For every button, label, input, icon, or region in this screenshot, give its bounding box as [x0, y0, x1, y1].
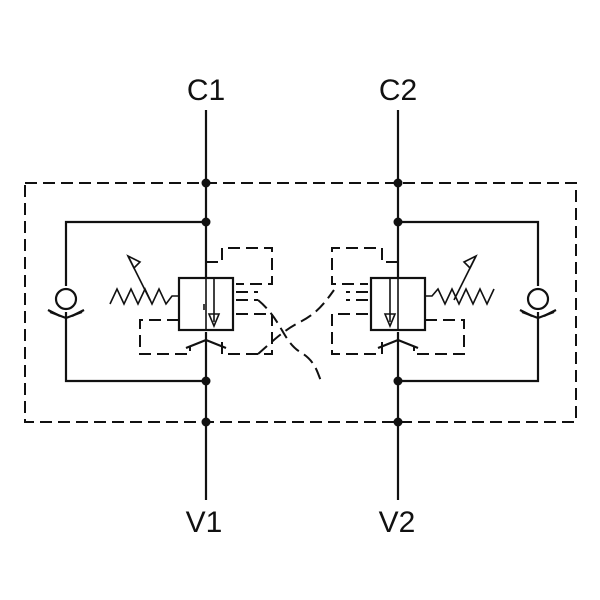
vane-mark — [205, 338, 227, 350]
left-valve-section — [47, 110, 335, 500]
port-label-c1: C1 — [187, 74, 225, 107]
check-bypass-line-lower — [64, 312, 206, 383]
pilot-valve-icon — [369, 276, 427, 332]
check-valve-icon — [47, 287, 85, 320]
junction-dot — [393, 178, 403, 188]
junction-dot — [201, 178, 211, 188]
spring-icon — [109, 287, 179, 306]
pilot-line — [221, 313, 273, 355]
check-bypass-line — [398, 220, 540, 286]
spring-icon — [425, 287, 495, 306]
vane-mark — [185, 338, 207, 350]
pilot-line — [331, 313, 383, 355]
pilot-line-crossover — [257, 299, 323, 383]
pilot-line — [413, 319, 465, 355]
pilot-line-crossover — [257, 289, 335, 355]
adjustable-arrow-icon — [126, 254, 151, 301]
valve-body-envelope — [24, 182, 577, 423]
vane-mark — [397, 338, 419, 350]
junction-dot — [201, 417, 211, 427]
check-valve-icon — [519, 287, 557, 320]
port-label-c2: C2 — [379, 74, 417, 107]
pilot-line — [139, 319, 191, 355]
right-valve-section — [331, 110, 557, 500]
port-label-v1: V1 — [186, 506, 223, 539]
adjustable-arrow-icon — [453, 254, 478, 301]
check-bypass-line — [64, 220, 206, 286]
junction-dot — [393, 417, 403, 427]
pilot-line — [331, 247, 398, 285]
port-label-v2: V2 — [379, 506, 416, 539]
pilot-line — [206, 247, 273, 285]
vane-mark — [377, 338, 399, 350]
pilot-valve-icon — [177, 276, 235, 332]
check-bypass-line-lower — [398, 312, 540, 383]
